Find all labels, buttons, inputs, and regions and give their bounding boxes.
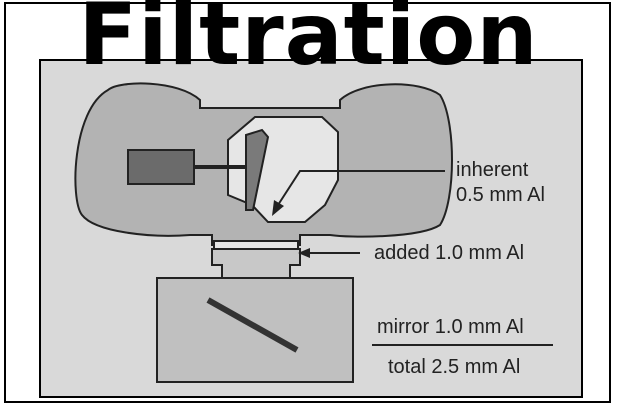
collimator-box <box>156 277 354 383</box>
label-total: total 2.5 mm Al <box>388 356 520 378</box>
housing-neck <box>211 248 301 279</box>
added-arrow-head <box>298 248 310 258</box>
added-filter <box>213 240 299 250</box>
label-inherent: inherent <box>456 159 529 181</box>
cathode-block <box>127 149 195 185</box>
inherent-arrow <box>277 170 445 206</box>
page-title: Filtration <box>78 0 539 85</box>
label-mirror: mirror 1.0 mm Al <box>377 316 524 338</box>
inherent-arrow-head <box>272 200 284 216</box>
anode-target <box>245 128 270 211</box>
label-added: added 1.0 mm Al <box>374 242 524 264</box>
label-inherent-value: 0.5 mm Al <box>456 184 545 206</box>
collimator-mirror <box>206 297 299 353</box>
